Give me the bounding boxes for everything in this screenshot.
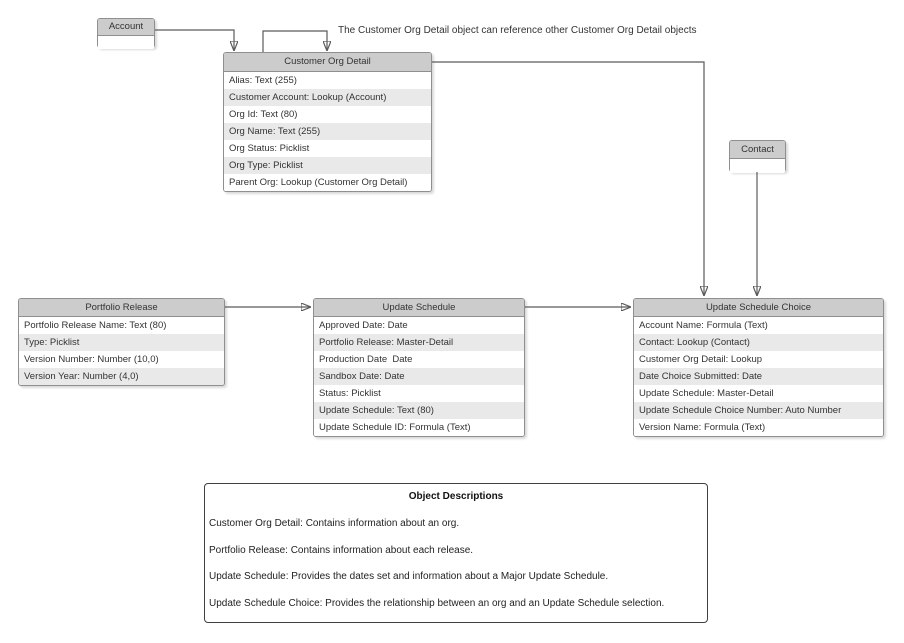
entity-portfolio-release-title: Portfolio Release [19,299,224,317]
connector-customer-org-detail-self-loop [262,30,327,52]
field-row: Alias: Text (255) [224,72,431,89]
entity-contact-empty-body [730,159,785,173]
field-row: Portfolio Release Name: Text (80) [19,317,224,334]
entity-contact[interactable]: Contact [729,140,786,173]
field-row: Update Schedule ID: Formula (Text) [314,419,524,436]
description-line: Portfolio Release: Contains information … [209,544,474,556]
field-row: Account Name: Formula (Text) [634,317,883,334]
field-row: Type: Picklist [19,334,224,351]
entity-customer-org-detail[interactable]: Customer Org Detail Alias: Text (255) Cu… [223,52,432,192]
entity-account[interactable]: Account [97,18,155,49]
field-row: Customer Org Detail: Lookup [634,351,883,368]
field-row: Org Type: Picklist [224,157,431,174]
field-row: Update Schedule: Master-Detail [634,385,883,402]
field-row: Production Date Date [314,351,524,368]
field-row: Sandbox Date: Date [314,368,524,385]
entity-contact-title: Contact [730,141,785,159]
description-line: Customer Org Detail: Contains informatio… [209,518,460,529]
entity-account-empty-body [98,36,154,49]
field-row: Parent Org: Lookup (Customer Org Detail) [224,174,431,191]
field-row: Portfolio Release: Master-Detail [314,334,524,351]
entity-update-schedule[interactable]: Update Schedule Approved Date: Date Port… [313,298,525,437]
descriptions-lines: Customer Org Detail: Contains informatio… [205,511,707,617]
descriptions-title: Object Descriptions [408,491,504,502]
field-row: Org Status: Picklist [224,140,431,157]
description-line: Update Schedule: Provides the dates set … [209,571,609,582]
annotation-text: The Customer Org Detail object can refer… [338,25,697,36]
entity-customer-org-detail-title: Customer Org Detail [224,53,431,72]
field-row: Update Schedule: Text (80) [314,402,524,419]
entity-account-title: Account [98,19,154,36]
description-line: Update Schedule Choice: Provides the rel… [209,597,665,609]
field-row: Date Choice Submitted: Date [634,368,883,385]
field-row: Contact: Lookup (Contact) [634,334,883,351]
field-row: Version Name: Formula (Text) [634,419,883,436]
field-row: Customer Account: Lookup (Account) [224,89,431,106]
entity-update-schedule-choice[interactable]: Update Schedule Choice Account Name: For… [633,298,884,437]
entity-portfolio-release[interactable]: Portfolio Release Portfolio Release Name… [18,298,225,386]
field-row: Org Name: Text (255) [224,123,431,140]
connector-customer-org-detail-to-update-schedule-choice [432,61,704,296]
object-descriptions-box: Object Descriptions Customer Org Detail:… [204,483,708,623]
field-row: Status: Picklist [314,385,524,402]
entity-update-schedule-choice-title: Update Schedule Choice [634,299,883,317]
field-row: Update Schedule Choice Number: Auto Numb… [634,402,883,419]
field-row: Approved Date: Date [314,317,524,334]
field-row: Org Id: Text (80) [224,106,431,123]
entity-update-schedule-title: Update Schedule [314,299,524,317]
connector-account-to-customer-org-detail [155,29,234,51]
field-row: Version Number: Number (10,0) [19,351,224,368]
field-row: Version Year: Number (4,0) [19,368,224,385]
